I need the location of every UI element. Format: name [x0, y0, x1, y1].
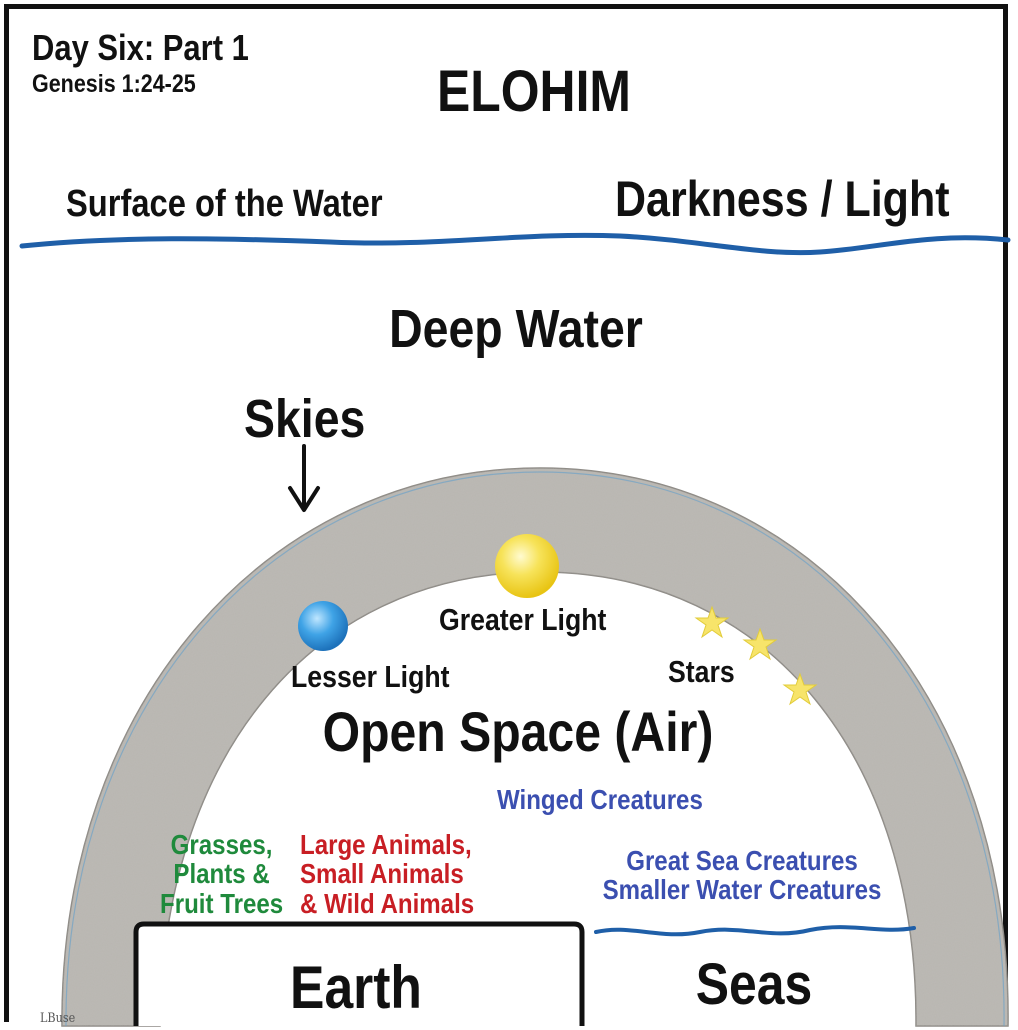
greater-light-sun [495, 534, 559, 598]
earth-landmass [133, 921, 585, 1026]
artist-signature: LBuse [40, 1011, 76, 1026]
diagram-frame [4, 4, 1008, 1022]
plants-label: Grasses, Plants & Fruit Trees [160, 829, 284, 919]
surface-water-label: Surface of the Water [66, 183, 383, 225]
lesser-light-moon [298, 601, 348, 651]
open-space-label: Open Space (Air) [322, 700, 714, 763]
darkness-light-label: Darkness / Light [615, 171, 950, 227]
skies-arrow [288, 444, 320, 512]
sea-creatures-label: Great Sea Creatures Smaller Water Creatu… [602, 845, 882, 906]
stars-label: Stars [668, 654, 735, 689]
lesser-light-label: Lesser Light [291, 659, 450, 694]
animals-label: Large Animals, Small Animals & Wild Anim… [300, 829, 475, 919]
greater-light-label: Greater Light [439, 602, 607, 637]
surface-water-wave [19, 232, 1011, 256]
star-icon [694, 605, 730, 639]
winged-creatures-label: Winged Creatures [497, 784, 703, 815]
elohim-title: ELOHIM [437, 59, 631, 124]
seas-wave [594, 925, 916, 937]
skies-label: Skies [244, 389, 366, 449]
earth-label: Earth [290, 954, 422, 1021]
sky-dome [61, 467, 1009, 1027]
scripture-reference: Genesis 1:24-25 [32, 70, 196, 98]
star-icon [742, 627, 778, 661]
stars-group [694, 605, 818, 706]
day-title: Day Six: Part 1 [32, 27, 249, 68]
deep-water-label: Deep Water [389, 299, 643, 359]
seas-label: Seas [695, 952, 813, 1017]
star-icon [782, 672, 818, 706]
